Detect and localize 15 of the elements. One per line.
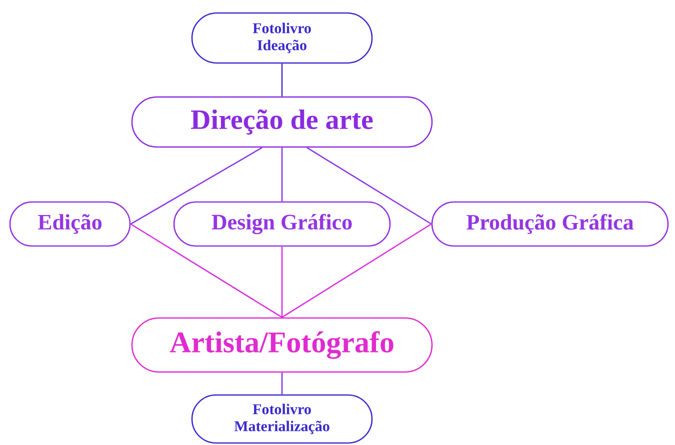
process-box: Fotolivro Materialização <box>191 394 373 444</box>
connector-line <box>306 147 432 225</box>
process-box: Fotolivro Ideação <box>191 12 373 64</box>
connector-line <box>281 64 283 96</box>
connector-line <box>130 147 262 225</box>
connector-line <box>130 223 282 318</box>
connector-line <box>282 223 432 318</box>
connector-line <box>281 372 283 394</box>
process-box: Direção de arte <box>131 96 433 148</box>
connector-line <box>281 246 283 318</box>
connector-line <box>281 148 283 202</box>
process-box: Edição <box>9 201 131 247</box>
process-box: Design Gráfico <box>173 201 391 247</box>
process-box: Artista/Fotógrafo <box>131 317 433 373</box>
process-box: Produção Gráfica <box>431 201 669 247</box>
